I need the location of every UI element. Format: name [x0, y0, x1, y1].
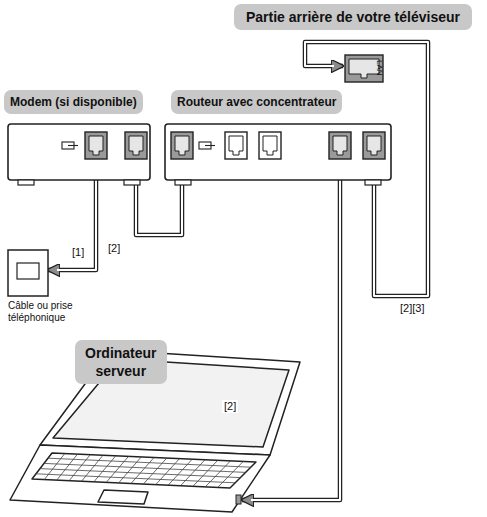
wall-plate: [8, 250, 48, 296]
key-column: [181, 460, 206, 486]
callout-number: [2]: [106, 242, 122, 255]
switch-lever: [68, 145, 78, 146]
device-heading: Partie arrière de votre téléviseur: [234, 4, 472, 30]
modem-device: Modem (si disponible): [4, 90, 156, 192]
port-socket: [349, 59, 379, 78]
callout-number: [2][3]: [398, 302, 426, 315]
lan-port: [171, 132, 193, 159]
key-column: [119, 457, 142, 483]
port-socket: [129, 136, 143, 155]
device-caption: Câble ou prise téléphonique: [8, 300, 90, 324]
device-foot: [365, 180, 381, 185]
port-socket: [175, 136, 189, 155]
device-heading: Ordinateur serveur: [75, 340, 167, 384]
key-column: [57, 454, 78, 480]
device-heading: Modem (si disponible): [4, 90, 143, 114]
lan-port: [259, 132, 281, 159]
callout-number: [1]: [70, 246, 86, 259]
lan-port: [85, 132, 107, 159]
port-label: LAN: [375, 60, 384, 76]
callout-number: [2]: [222, 400, 238, 413]
key-column: [218, 461, 244, 487]
port-socket: [263, 136, 277, 155]
switch-lever: [205, 145, 215, 146]
port-socket: [229, 136, 243, 155]
key-column: [82, 455, 104, 481]
lan-port: [345, 55, 383, 82]
tv-back-panel: Partie arrière de votre téléviseur: [150, 4, 472, 86]
lan-port: [363, 132, 385, 159]
key-column: [106, 456, 128, 482]
server-laptop: Ordinateur serveur: [8, 338, 308, 516]
laptop-keyboard: [32, 453, 256, 488]
wall-jack: [17, 263, 39, 279]
lan-port: [125, 132, 147, 159]
key-column: [131, 458, 154, 484]
device-case: [165, 124, 391, 180]
laptop-lan-port: [236, 495, 241, 504]
port-socket: [367, 136, 381, 155]
port-socket: [89, 136, 103, 155]
lan-port: [225, 132, 247, 159]
device-heading: Routeur avec concentrateur: [171, 90, 342, 114]
laptop-base: [10, 445, 270, 512]
key-column: [44, 454, 64, 480]
router-hub-device: Routeur avec concentrateur: [165, 90, 393, 192]
key-column: [205, 461, 230, 487]
device-foot: [124, 180, 140, 185]
key-column: [69, 455, 90, 481]
port-socket: [333, 136, 347, 155]
laptop-touchpad: [98, 490, 148, 504]
key-column: [94, 456, 116, 482]
key-column: [143, 458, 166, 484]
device-foot: [18, 180, 34, 185]
lan-port: [329, 132, 351, 159]
key-column: [156, 459, 180, 485]
wall-socket: Câble ou prise téléphonique: [4, 248, 108, 330]
key-column: [168, 459, 192, 485]
key-column: [193, 460, 218, 486]
device-case: [8, 124, 150, 180]
device-foot: [175, 180, 191, 185]
